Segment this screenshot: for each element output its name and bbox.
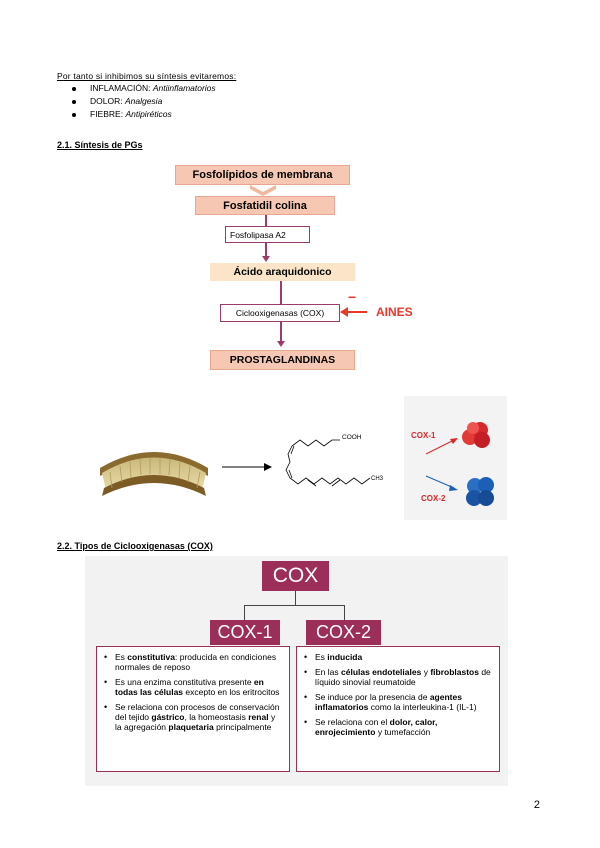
arrow-down-right-icon — [425, 475, 458, 491]
page-number: 2 — [533, 799, 540, 811]
arrow-up-right-icon — [425, 438, 458, 455]
inhibitor-aines: AINES — [376, 305, 413, 319]
effects-list: INFLAMACIÓN: Antiinflamatorios DOLOR: An… — [72, 82, 216, 121]
list-item: Se induce por la presencia de agentes in… — [303, 692, 493, 712]
arrow-left-icon — [340, 307, 367, 317]
intro-heading: Por tanto si inhibimos su síntesis evita… — [57, 71, 237, 81]
section-title-cox-types: 2.2. Tipos de Ciclooxigenasas (COX) — [57, 541, 213, 551]
list-item: DOLOR: Analgesia — [72, 95, 216, 108]
list-item: INFLAMACIÓN: Antiinflamatorios — [72, 82, 216, 95]
flow-product-prostaglandins: PROSTAGLANDINAS — [210, 350, 355, 370]
cox2-protein-image — [466, 477, 494, 506]
lipid-bilayer-image — [100, 452, 208, 496]
flow-step-arachidonic-acid: Ácido araquidonico — [210, 263, 355, 281]
arrow-down-icon — [262, 256, 270, 262]
cooh-label: COOH — [342, 434, 362, 441]
cox2-node: COX-2 — [306, 620, 381, 645]
section-title-synthesis: 2.1. Síntesis de PGs — [57, 140, 143, 150]
cox2-label: COX-2 — [421, 494, 446, 503]
bullet-icon — [72, 99, 76, 104]
enzyme-phospholipase-a2: Fosfolipasa A2 — [225, 226, 310, 243]
cox1-protein-image — [462, 422, 490, 448]
flow-step-phosphatidylcholine: Fosfatidil colina — [195, 196, 335, 215]
cox1-description: Es constitutiva: producida en condicione… — [96, 646, 290, 772]
arachidonic-acid-structure — [285, 439, 371, 487]
bullet-icon — [72, 86, 76, 91]
arrow-down-icon — [277, 341, 285, 347]
list-item: Es una enzima constitutiva presente en t… — [103, 677, 283, 697]
flow-step-phospholipids: Fosfolípidos de membrana — [175, 165, 350, 185]
list-item: En las células endoteliales y fibroblast… — [303, 667, 493, 687]
list-item: Es constitutiva: producida en condicione… — [103, 652, 283, 672]
list-item: Se relaciona con el dolor, calor, enroje… — [303, 717, 493, 737]
inhibitor-minus-sign: − — [348, 289, 357, 305]
chevron-down-icon — [250, 185, 276, 196]
bullet-icon — [72, 112, 76, 117]
list-item: FIEBRE: Antipiréticos — [72, 108, 216, 121]
enzyme-cyclooxygenases: Ciclooxigenasas (COX) — [220, 304, 340, 322]
cox2-description: Es inducida En las células endoteliales … — [296, 646, 500, 772]
arrow-right-icon — [222, 463, 272, 471]
list-item: Se relaciona con procesos de conservació… — [103, 702, 283, 732]
cox1-label: COX-1 — [411, 431, 436, 440]
list-item: Es inducida — [303, 652, 493, 662]
cox1-node: COX-1 — [210, 620, 280, 645]
cox-root: COX — [262, 561, 329, 591]
ch3-label: CH3 — [371, 476, 384, 482]
